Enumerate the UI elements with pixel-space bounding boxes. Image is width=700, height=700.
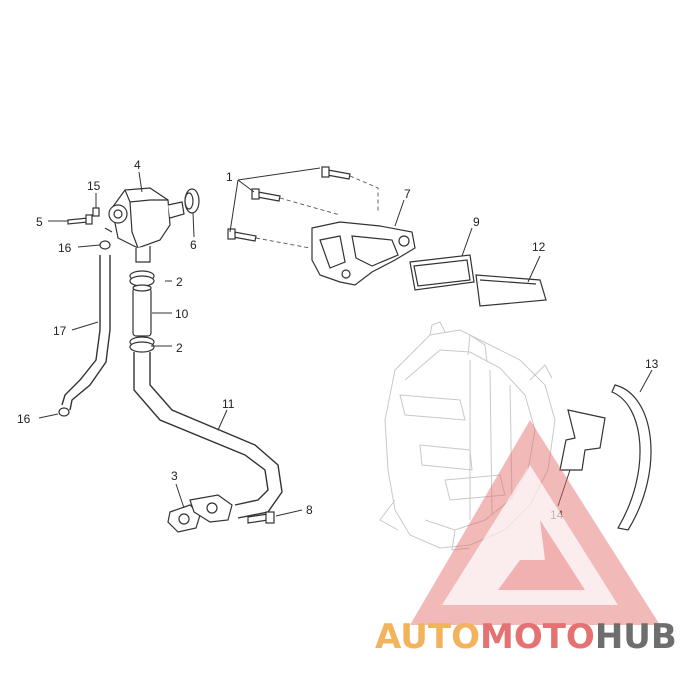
- watermark-triangle-notch: [498, 520, 585, 590]
- bracket-2-part: [559, 409, 606, 471]
- hose-cap-lower-part: [58, 407, 70, 417]
- mounting-screws-part: [227, 166, 379, 249]
- plate-part: [409, 254, 475, 291]
- callout-11: 11: [222, 397, 235, 411]
- callout-16-lower: 16: [17, 412, 31, 426]
- callout-16-upper: 16: [58, 241, 72, 255]
- callout-2-upper: 2: [176, 275, 183, 289]
- valve-body-part: [104, 187, 185, 263]
- hose-sleeve-part: [132, 284, 152, 337]
- callout-5: 5: [36, 215, 43, 229]
- fitting-part: [92, 207, 100, 217]
- watermark-hub: HUB: [595, 617, 677, 657]
- callout-2-lower: 2: [176, 341, 183, 355]
- callout-1: 1: [226, 170, 233, 184]
- clamp-upper-part: [129, 270, 155, 287]
- hose-part: [61, 255, 111, 411]
- watermark-text: AUTOMOTOHUB: [375, 617, 677, 657]
- callout-7: 7: [404, 187, 411, 201]
- bolt-part: [247, 511, 275, 524]
- callout-8: 8: [306, 503, 313, 517]
- screw-part: [67, 214, 93, 225]
- callout-10: 10: [175, 307, 189, 321]
- gasket-part: [167, 494, 233, 533]
- callout-6: 6: [190, 238, 197, 252]
- cap-part: [184, 188, 200, 214]
- bracket-part: [311, 221, 416, 286]
- watermark-triangle-inner: [442, 465, 618, 605]
- callout-9: 9: [473, 215, 480, 229]
- pipe-part: [133, 352, 283, 519]
- watermark-auto: AUTO: [375, 617, 480, 657]
- engine-housing-outline: [379, 321, 556, 551]
- callout-4: 4: [134, 158, 141, 172]
- callout-17: 17: [53, 324, 67, 338]
- curved-strip-part: [611, 384, 652, 531]
- watermark-moto: MOTO: [480, 617, 595, 657]
- watermark-logo: AUTOMOTOHUB: [375, 420, 677, 657]
- callout-3: 3: [171, 469, 178, 483]
- callout-15: 15: [87, 179, 101, 193]
- clamp-lower-part: [129, 336, 155, 353]
- hose-cap-upper-part: [99, 240, 111, 250]
- plate-2-part: [475, 274, 547, 307]
- callout-12: 12: [532, 240, 546, 254]
- leader-lines: [38, 167, 653, 517]
- callout-13: 13: [645, 357, 659, 371]
